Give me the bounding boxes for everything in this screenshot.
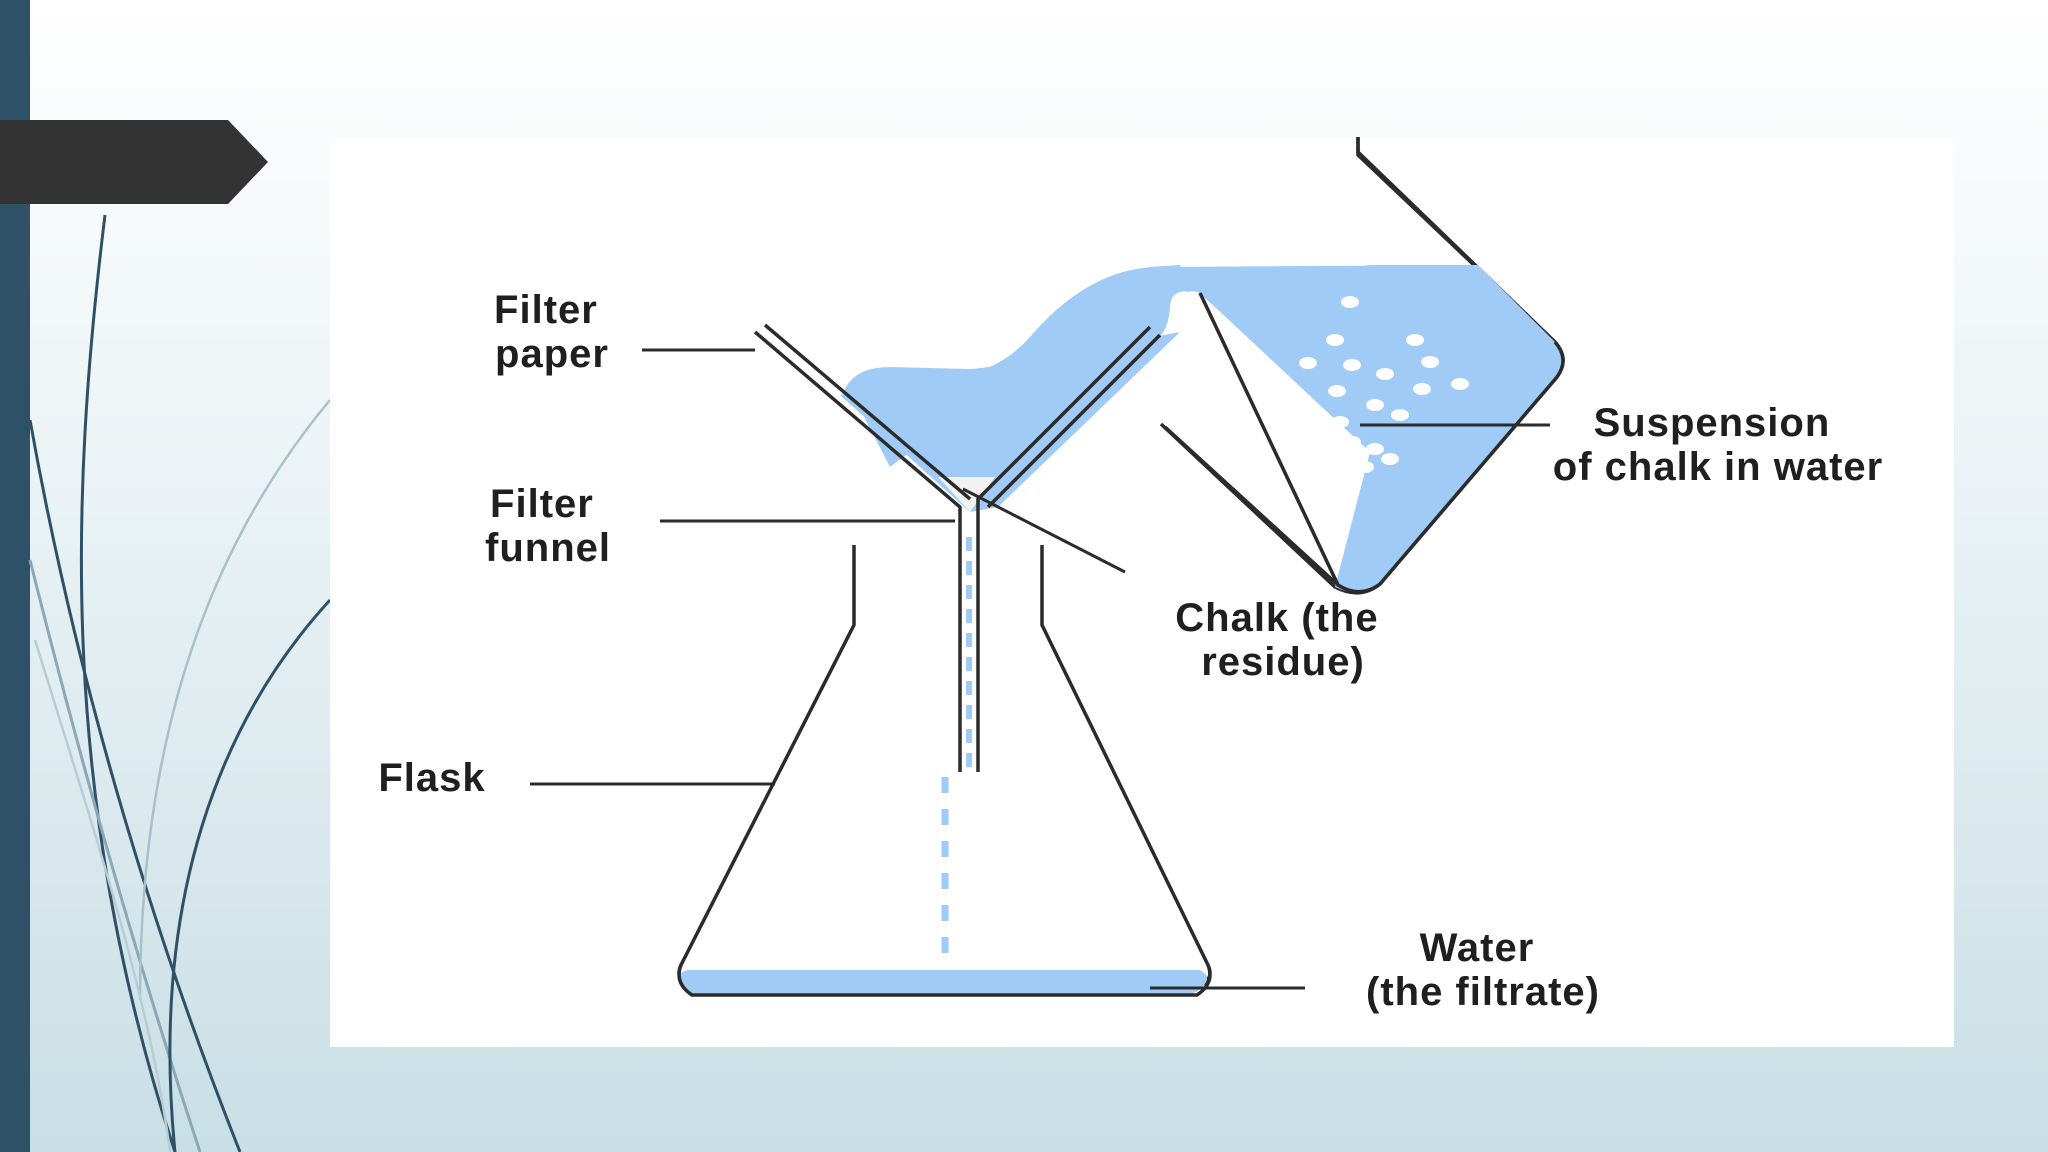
label-chalk-residue: Chalk (the residue)	[1175, 596, 1390, 684]
suspension-liquid	[1200, 265, 1564, 593]
label-flask: Flask	[378, 756, 485, 800]
decorative-curves	[28, 214, 332, 1152]
leader-lines	[530, 348, 1550, 990]
filtrate-liquid	[679, 970, 1208, 995]
label-filter-paper: Filter paper	[494, 288, 610, 376]
chalk-particles	[1299, 296, 1469, 473]
label-suspension: Suspension of chalk in water	[1553, 401, 1883, 489]
filtration-diagram-svg: Filter paper Filter funnel Flask Chalk (…	[378, 137, 1883, 1014]
filtration-diagram: Filter paper Filter funnel Flask Chalk (…	[330, 137, 1954, 1047]
label-water-filtrate: Water (the filtrate)	[1366, 926, 1600, 1014]
filter-funnel	[753, 323, 1162, 772]
label-filter-funnel: Filter funnel	[485, 482, 611, 570]
title-arrow-tab	[0, 120, 268, 204]
